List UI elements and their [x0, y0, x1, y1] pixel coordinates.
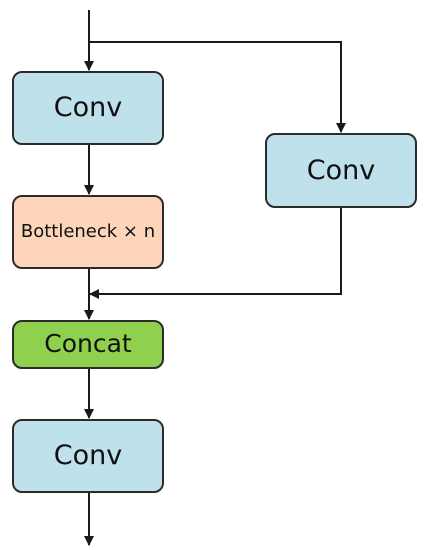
- bottleneck-label: Bottleneck × n: [20, 221, 156, 243]
- conv-side-node: Conv: [265, 133, 417, 208]
- conv-side-label: Conv: [306, 154, 376, 186]
- conv-top-label: Conv: [53, 92, 123, 124]
- edge-conv-side-to-concat: [89, 208, 342, 299]
- bottleneck-node: Bottleneck × n: [12, 195, 164, 269]
- concat-node: Concat: [12, 320, 164, 369]
- concat-label: Concat: [44, 329, 132, 359]
- conv-top-node: Conv: [12, 71, 164, 145]
- conv-bottom-node: Conv: [12, 419, 164, 493]
- edge-input-to-conv-side: [89, 41, 346, 133]
- conv-bottom-label: Conv: [53, 440, 123, 472]
